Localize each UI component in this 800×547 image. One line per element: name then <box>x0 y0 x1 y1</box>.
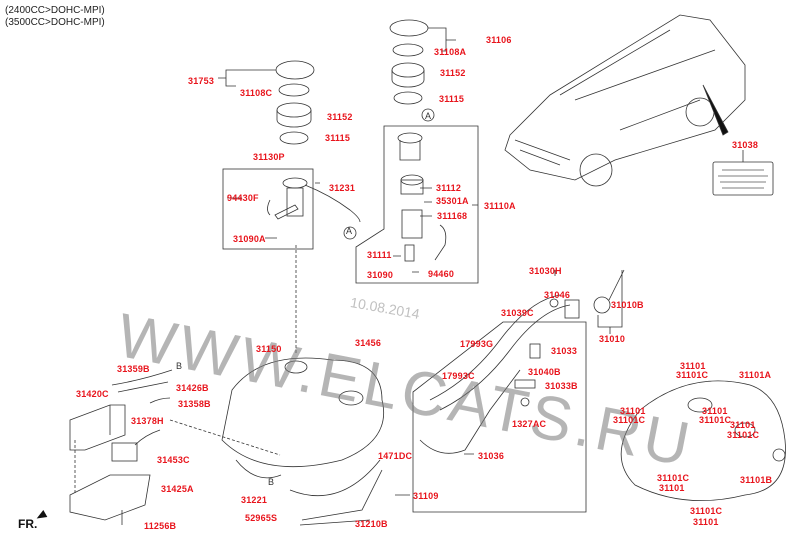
pump-cover-left <box>218 60 315 145</box>
part-label[interactable]: 31358B <box>178 399 211 409</box>
part-label[interactable]: 31101C <box>613 415 646 425</box>
part-label[interactable]: 31101C <box>676 370 709 380</box>
callout-a: A <box>425 111 432 121</box>
part-label[interactable]: 31426B <box>176 383 209 393</box>
part-label[interactable]: 1327AC <box>512 419 547 429</box>
part-label[interactable]: 31112 <box>436 183 462 193</box>
part-label[interactable]: 31106 <box>486 35 512 45</box>
part-label[interactable]: 52965S <box>245 513 278 523</box>
part-label[interactable]: 35301A <box>436 196 469 206</box>
part-label[interactable]: 31221 <box>241 495 268 505</box>
part-label[interactable]: 31150 <box>256 344 282 354</box>
filler-neck-box <box>412 321 587 513</box>
part-label[interactable]: 31101 <box>693 517 719 527</box>
part-label[interactable]: 17993C <box>442 371 475 381</box>
vehicle-illustration <box>504 14 746 187</box>
fuel-pump-module-box-left <box>222 168 314 250</box>
part-label[interactable]: 31101 <box>702 406 728 416</box>
part-label[interactable]: 31152 <box>440 68 466 78</box>
part-label[interactable]: 31111 <box>367 250 392 260</box>
part-label[interactable]: 31152 <box>327 112 353 122</box>
callout-b: B <box>176 361 183 371</box>
part-label[interactable]: 31101C <box>699 415 732 425</box>
fuel-cap <box>593 269 625 328</box>
part-label[interactable]: 31108A <box>434 47 467 57</box>
part-label[interactable]: 31090A <box>233 234 266 244</box>
part-label[interactable]: 31101A <box>739 370 772 380</box>
part-label[interactable]: 31101 <box>680 361 706 371</box>
part-label[interactable]: 311168 <box>437 211 468 221</box>
part-label[interactable]: 31033 <box>551 346 578 356</box>
part-label[interactable]: 31425A <box>161 484 194 494</box>
part-label[interactable]: 11256B <box>144 521 177 531</box>
part-label[interactable]: 31101C <box>657 473 690 483</box>
part-label[interactable]: 31109 <box>413 491 439 501</box>
part-label[interactable]: 31115 <box>439 94 465 104</box>
part-label[interactable]: 31130P <box>253 152 285 162</box>
part-label[interactable]: 31033B <box>545 381 578 391</box>
part-label[interactable]: 31101 <box>659 483 685 493</box>
part-label[interactable]: 31040B <box>528 367 561 377</box>
part-label[interactable]: 31030H <box>529 266 562 276</box>
part-label[interactable]: 31101 <box>620 406 646 416</box>
part-label[interactable]: 31453C <box>157 455 190 465</box>
callout-b: B <box>268 477 275 487</box>
part-label[interactable]: 94430F <box>227 193 259 203</box>
part-label[interactable]: 31108C <box>240 88 273 98</box>
part-label[interactable]: 31038 <box>732 140 759 150</box>
part-label[interactable]: 31456 <box>355 338 382 348</box>
engine-variant-2400: (2400CC>DOHC-MPI) <box>5 5 105 16</box>
callout-a: A <box>346 226 353 236</box>
part-label[interactable]: 31231 <box>329 183 356 193</box>
fuel-tank-right <box>620 380 786 502</box>
fuel-pump-right <box>397 132 447 262</box>
part-label[interactable]: 31010 <box>599 334 626 344</box>
filler-hoses <box>419 294 580 454</box>
pump-cover-right <box>389 19 456 122</box>
part-label[interactable]: 17993G <box>460 339 494 349</box>
part-label[interactable]: 31101 <box>730 420 756 430</box>
part-label[interactable]: 31378H <box>131 416 164 426</box>
part-label[interactable]: 31046 <box>544 290 571 300</box>
part-label[interactable]: 31101C <box>690 506 723 516</box>
fuel-tank-main <box>221 357 384 468</box>
engine-variant-3500: (3500CC>DOHC-MPI) <box>5 17 105 28</box>
fuel-pump-module-box-right <box>355 125 479 284</box>
part-label[interactable]: 31420C <box>76 389 109 399</box>
canister <box>69 369 173 525</box>
fuel-label-decal <box>712 161 774 196</box>
part-label[interactable]: 94460 <box>428 269 455 279</box>
part-label[interactable]: 31039C <box>501 308 534 318</box>
part-label[interactable]: 31101C <box>727 430 760 440</box>
part-label[interactable]: 31090 <box>367 270 394 280</box>
part-label[interactable]: 31101B <box>740 475 773 485</box>
part-label[interactable]: 31210B <box>355 519 388 529</box>
part-label[interactable]: 1471DC <box>378 451 413 461</box>
part-label[interactable]: 31036 <box>478 451 505 461</box>
part-label[interactable]: 31753 <box>188 76 215 86</box>
part-label[interactable]: 31115 <box>325 133 351 143</box>
part-label[interactable]: 31110A <box>484 201 516 211</box>
fuel-pump-left <box>267 177 361 240</box>
part-label[interactable]: 31010B <box>611 300 644 310</box>
front-direction-label: FR. <box>18 517 38 531</box>
part-label[interactable]: 31359B <box>117 364 150 374</box>
leader-lines <box>227 150 744 496</box>
